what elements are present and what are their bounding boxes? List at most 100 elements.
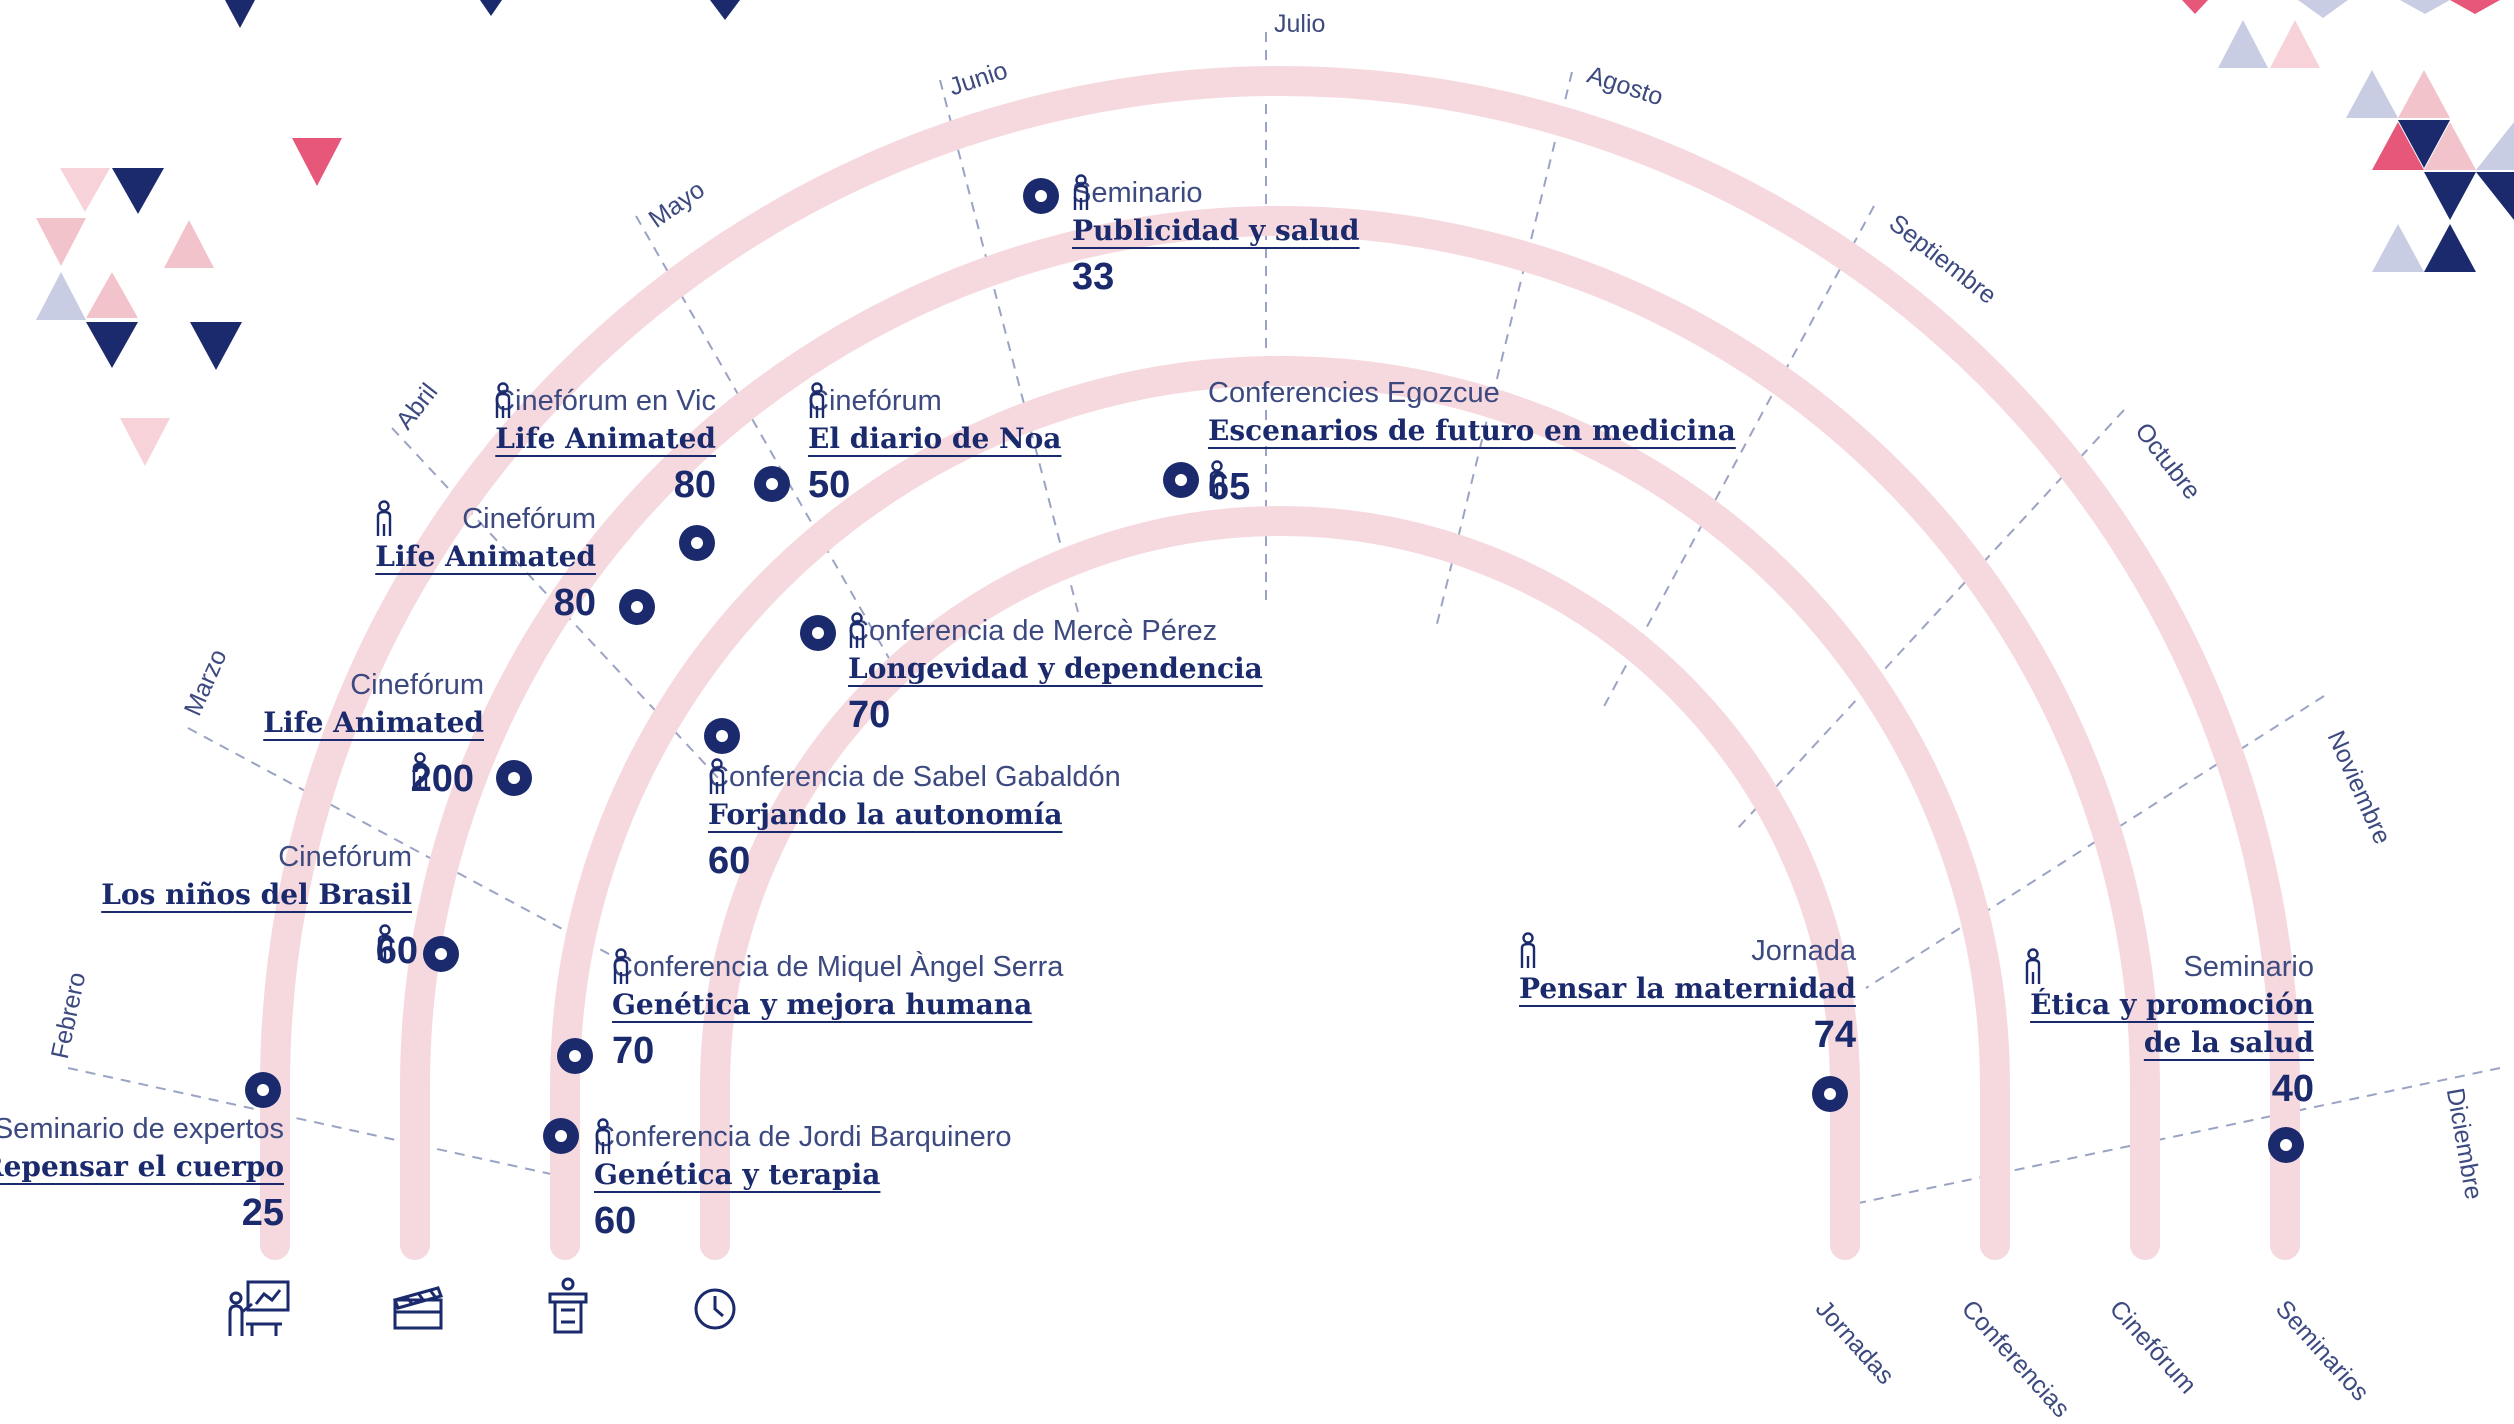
person-icon	[1209, 460, 1225, 496]
triangle-decoration	[480, 0, 502, 16]
event-type: Seminario	[2183, 951, 2314, 983]
event-type: Cinefórum	[462, 503, 596, 535]
triangle-decoration	[36, 218, 86, 266]
person-icon	[809, 382, 825, 418]
seminar-icon	[228, 1280, 290, 1336]
triangle-decoration	[2346, 70, 2398, 118]
event-type: Conferencia de Mercè Pérez	[848, 615, 1218, 647]
month-line-10	[1853, 1067, 2501, 1205]
event-conferencia-miquel: Conferencia de Miquel Àngel Serra Genéti…	[612, 948, 1063, 1078]
arc-seminarios	[260, 66, 2300, 1260]
event-conferencia-jordi: Conferencia de Jordi Barquinero Genética…	[594, 1118, 1012, 1248]
event-dot	[1163, 462, 1199, 498]
triangle-decoration	[164, 220, 214, 268]
attendance-count: 60	[708, 840, 751, 882]
event-conferencies-egozcue-attendance: 65	[1208, 460, 1250, 514]
month-label-julio: Julio	[1274, 10, 1326, 38]
event-type: Jornada	[1751, 935, 1856, 967]
category-arcs	[260, 66, 2300, 1260]
triangle-decoration	[2398, 120, 2450, 168]
attendance-count: 74	[1813, 1014, 1856, 1056]
event-attendance: 60	[708, 758, 1121, 888]
event-type: Cinefórum	[278, 841, 412, 873]
event-attendance: 25	[0, 1186, 284, 1240]
event-dot	[496, 760, 532, 796]
event-title: Longevidad y dependencia	[848, 652, 1263, 685]
event-type: Seminario de expertos	[0, 1113, 284, 1145]
triangle-decoration	[120, 418, 170, 466]
person-icon	[495, 382, 511, 418]
person-icon	[377, 500, 392, 536]
event-title: Life Animated	[375, 540, 596, 573]
triangle-decoration	[2372, 224, 2424, 272]
event-dot	[679, 525, 715, 561]
event-cineforum-life-3-attendance: 200	[411, 752, 474, 806]
month-line-8	[1737, 409, 2125, 829]
event-title: Genética y terapia	[594, 1158, 881, 1191]
event-dot	[543, 1118, 579, 1154]
triangle-decoration	[2424, 172, 2476, 220]
month-line-7	[1601, 205, 1875, 711]
event-type: Cinefórum	[350, 669, 484, 701]
attendance-count: 80	[553, 582, 596, 624]
arc-conferencias	[550, 356, 2010, 1260]
event-title: Ética y promoción de la salud	[2030, 988, 2314, 1059]
attendance-count: 40	[2271, 1068, 2314, 1110]
attendance-count: 70	[848, 694, 891, 736]
attendance-count: 33	[1072, 256, 1115, 298]
arc-jornadas	[700, 506, 1860, 1260]
attendance-count: 80	[673, 464, 716, 506]
event-cineforum-life-3: Cinefórum Life Animated	[263, 666, 484, 742]
triangle-decoration	[60, 168, 110, 212]
triangle-decoration	[2424, 122, 2476, 170]
event-conferencia-merce: Conferencia de Mercè Pérez Longevidad y …	[848, 612, 1263, 742]
month-lines	[67, 32, 2501, 1205]
event-conferencia-sabel: Conferencia de Sabel Gabaldón Forjando l…	[708, 758, 1121, 888]
person-icon	[613, 948, 629, 984]
event-attendance: 50	[808, 382, 1061, 512]
triangle-decoration	[2182, 0, 2208, 14]
clapperboard-icon	[393, 1286, 443, 1330]
event-dot	[754, 466, 790, 502]
event-attendance: 60	[376, 924, 418, 978]
month-line-4	[939, 79, 1079, 613]
triangle-decoration	[710, 0, 740, 20]
event-dot	[245, 1072, 281, 1108]
person-icon	[2025, 948, 2041, 984]
event-title: Forjando la autonomía	[708, 798, 1063, 831]
attendance-count: 60	[594, 1200, 637, 1242]
event-title: Repensar el cuerpo	[0, 1150, 284, 1183]
event-dot	[2268, 1127, 2304, 1163]
event-cineforum-brasil-attendance: 60	[376, 924, 418, 978]
triangle-decoration	[292, 138, 342, 186]
triangle-decoration	[2476, 122, 2514, 170]
triangle-decoration	[2372, 122, 2424, 170]
event-attendance: 60	[594, 1118, 1012, 1248]
event-dot	[1023, 178, 1059, 214]
person-icon	[412, 752, 427, 788]
event-attendance: 65	[1208, 460, 1250, 514]
event-dot	[1812, 1076, 1848, 1112]
event-dots	[245, 178, 2304, 1163]
event-attendance: 70	[612, 948, 1063, 1078]
event-seminario-etica: Seminario Ética y promoción de la salud …	[2024, 948, 2314, 1116]
podium-icon	[548, 1277, 588, 1334]
event-attendance: 80	[375, 500, 596, 630]
arc-cineforum	[400, 206, 2160, 1260]
event-dot	[800, 615, 836, 651]
event-title: Escenarios de futuro en medicina	[1208, 414, 1736, 447]
event-type: Conferencies Egozcue	[1208, 377, 1500, 409]
event-type: Cinefórum	[808, 385, 942, 417]
event-seminario-publicidad: Seminario Publicidad y salud 33	[1072, 174, 1360, 304]
triangle-decoration	[2424, 224, 2476, 272]
decorative-triangles	[36, 0, 2514, 466]
event-jornada-maternidad: Jornada Pensar la maternidad 74	[1519, 932, 1856, 1062]
event-attendance: 70	[848, 612, 1263, 742]
person-icon	[849, 612, 865, 648]
event-type: Conferencia de Jordi Barquinero	[594, 1121, 1012, 1153]
triangle-decoration	[2476, 172, 2514, 220]
triangle-decoration	[2400, 0, 2450, 14]
event-dot	[619, 589, 655, 625]
event-title: Pensar la maternidad	[1519, 972, 1856, 1005]
